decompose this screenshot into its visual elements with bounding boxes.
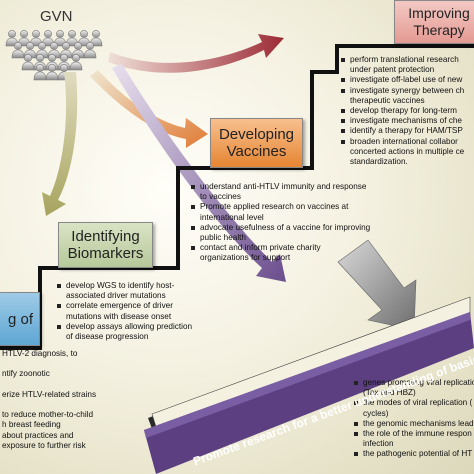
therapy-list-item: investigate mechanisms of che: [340, 116, 474, 126]
person-head-icon: [8, 30, 16, 38]
vaccines-list-item: to vaccines: [200, 192, 241, 202]
person-head-icon: [24, 54, 32, 62]
therapy-list-item: investigate synergy between ch: [340, 86, 474, 96]
first-list-item: about practices and: [2, 430, 74, 440]
biomarkers-list-item: of disease progression: [66, 332, 149, 342]
vaccines-list-item: Promote applied research on vaccines at: [190, 202, 380, 212]
person-head-icon: [60, 64, 68, 72]
big-down-arrow: [337, 239, 417, 331]
person-head-icon: [62, 42, 70, 50]
vaccines-list-item: understand anti-HTLV immunity and respon…: [190, 182, 380, 192]
first-list-item: exposure to further risk: [2, 440, 86, 450]
vaccines-list-item: international level: [200, 212, 264, 222]
stage-identifying-biomarkers: Identifying Biomarkers: [58, 222, 153, 268]
first-list-item: ntify zoonotic: [2, 369, 50, 379]
gvn-label: GVN: [40, 8, 73, 25]
biomarkers-list-item: correlate emergence of driver: [56, 301, 231, 311]
understanding-list-item: genes promoting viral replicatio: [353, 378, 474, 388]
understanding-list-item: (Tax and HBZ): [363, 388, 416, 398]
person-icon: [21, 61, 35, 71]
first-list-item: erize HTLV-related strains: [2, 389, 97, 399]
first-list-item: [0, 400, 182, 410]
person-head-icon: [48, 54, 56, 62]
person-icon: [83, 49, 97, 59]
vaccines-list-item: advocate usefulness of a vaccine for imp…: [190, 223, 380, 233]
person-head-icon: [60, 54, 68, 62]
first-list-item: HTLV-2 diagnosis, to: [2, 349, 78, 358]
therapy-list-item: therapeutic vaccines: [350, 95, 425, 105]
therapy-list-item: identify a therapy for HAM/TSP: [340, 126, 474, 136]
arrow-to-therapy: [108, 34, 284, 73]
person-head-icon: [26, 42, 34, 50]
stage-improving-therapy: Improving Therapy: [394, 0, 474, 44]
person-head-icon: [92, 30, 100, 38]
therapy-list-item: investigate off-label use of new: [340, 75, 474, 85]
gvn-people-icon: [5, 30, 103, 81]
understanding-list-item: infection: [363, 439, 394, 449]
person-icon: [45, 71, 59, 81]
person-icon: [33, 71, 47, 81]
person-head-icon: [56, 30, 64, 38]
understanding-list-item: the role of the immune respon: [353, 429, 474, 439]
stage-developing-vaccines: Developing Vaccines: [210, 118, 303, 168]
person-head-icon: [20, 30, 28, 38]
understanding-list-item: the pathogenic potential of HT: [353, 449, 474, 459]
person-icon: [11, 49, 25, 59]
biomarkers-list-item: associated driver mutations: [66, 291, 166, 301]
vaccine-actions-list: understand anti-HTLV immunity and respon…: [190, 182, 380, 264]
person-head-icon: [68, 30, 76, 38]
understanding-topics-list: genes promoting viral replicatio(Tax and…: [353, 378, 474, 460]
biomarkers-list-item: develop assays allowing prediction: [56, 322, 231, 332]
vaccines-list-item: public health: [200, 233, 246, 243]
first-list-item: [0, 359, 182, 369]
arrow-to-understanding: [112, 64, 286, 282]
understanding-list-item: the modes of viral replication (: [353, 398, 474, 408]
person-head-icon: [32, 30, 40, 38]
therapy-list-item: standardization.: [350, 157, 408, 167]
therapy-list-item: concerted actions in multiple ce: [350, 146, 465, 156]
person-head-icon: [80, 30, 88, 38]
biomarkers-list-item: mutations with disease onset: [66, 311, 172, 321]
biomarkers-list-item: develop WGS to identify host-: [56, 281, 231, 291]
arrow-to-vaccines: [90, 70, 208, 148]
staircase: [0, 44, 474, 350]
person-head-icon: [38, 42, 46, 50]
vaccines-list-item: contact and inform private charity: [190, 243, 380, 253]
therapy-list-item: perform translational research: [340, 55, 474, 65]
arrow-to-biomarkers: [42, 72, 78, 216]
first-list-item: [0, 380, 182, 390]
understanding-list-item: the genomic mechanisms leadi: [353, 419, 474, 429]
person-head-icon: [44, 30, 52, 38]
vaccines-list-item: organizations for support: [200, 253, 291, 263]
therapy-list-item: develop therapy for long-term: [340, 106, 474, 116]
person-head-icon: [36, 54, 44, 62]
person-head-icon: [72, 54, 80, 62]
person-head-icon: [74, 42, 82, 50]
therapy-list-item: under patent protection: [350, 65, 435, 75]
first-list-item: h breast feeding: [2, 420, 61, 430]
person-head-icon: [50, 42, 58, 50]
biomarker-actions-list: develop WGS to identify host-associated …: [56, 281, 231, 342]
person-head-icon: [48, 64, 56, 72]
person-head-icon: [14, 42, 22, 50]
therapy-list-item: broaden international collabor: [340, 137, 474, 147]
person-head-icon: [36, 64, 44, 72]
stage-first-partial: g of: [0, 292, 40, 346]
person-icon: [69, 61, 83, 71]
understanding-list-item: cycles): [363, 408, 389, 418]
research-banner: [144, 296, 474, 474]
person-head-icon: [86, 42, 94, 50]
first-list-item: to reduce mother-to-child: [2, 410, 94, 420]
first-stage-actions-list: HTLV-2 diagnosis, to ntify zoonotic eriz…: [0, 349, 182, 451]
